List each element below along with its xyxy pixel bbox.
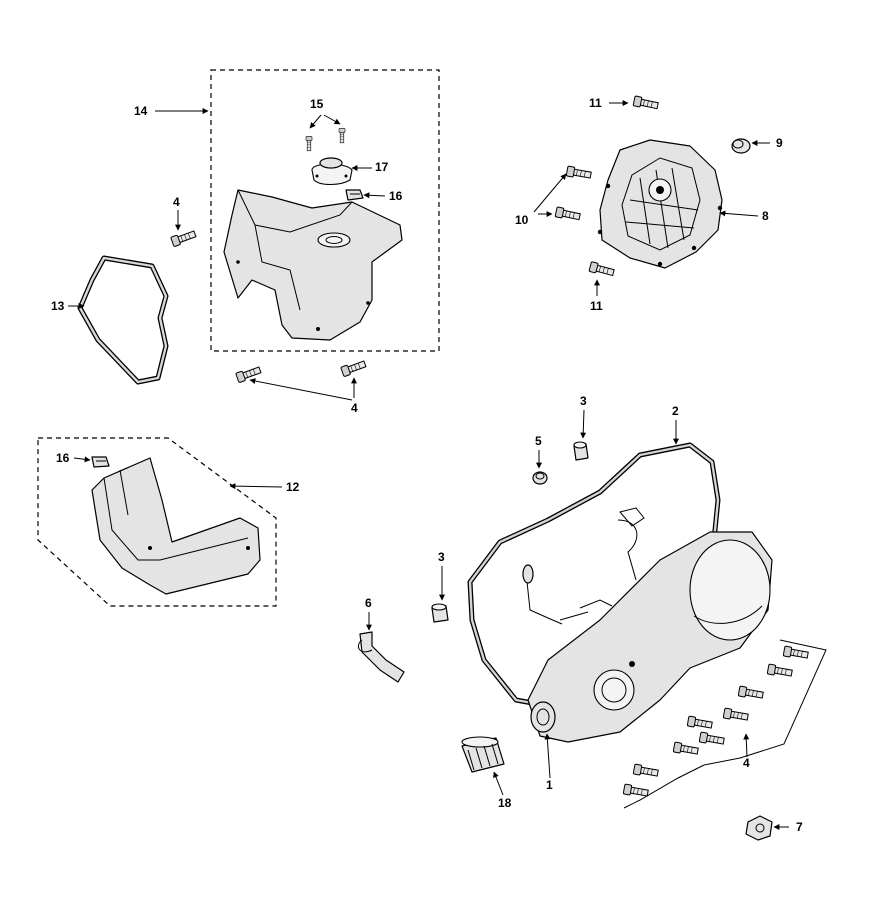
- callout-11-top: 11: [589, 96, 602, 110]
- fan-cover-part-8: [597, 139, 723, 269]
- clip-nut-part-16-lower: [91, 456, 110, 468]
- callout-13: 13: [51, 299, 65, 313]
- bushing-part-5: [532, 471, 548, 485]
- small-screws-part-15: [305, 128, 346, 152]
- callout-16-lower: 16: [56, 451, 70, 465]
- shroud-cap-part-17: [311, 157, 353, 186]
- plug-cap-part-9: [731, 138, 751, 154]
- gasket-part-13: [77, 255, 169, 385]
- callout-14: 14: [134, 104, 148, 118]
- callout-15: 15: [310, 97, 324, 111]
- callout-18: 18: [498, 796, 512, 810]
- callout-9: 9: [776, 136, 783, 150]
- dowel-pin-part-3-lower: [431, 603, 449, 623]
- callout-3-lower: 3: [438, 550, 445, 564]
- lower-shroud-assembly-box: [37, 437, 277, 607]
- lower-fan-shroud: [91, 457, 261, 595]
- bolt-part-4-left: [170, 228, 198, 248]
- callout-7: 7: [796, 820, 803, 834]
- bolts-part-10: [554, 165, 593, 223]
- callout-3-upper: 3: [580, 394, 587, 408]
- callout-12: 12: [286, 480, 300, 494]
- callout-17: 17: [375, 160, 389, 174]
- callout-16-upper: 16: [389, 189, 403, 203]
- callout-6: 6: [365, 596, 372, 610]
- upper-fan-shroud: [223, 189, 403, 341]
- callout-10: 10: [515, 213, 529, 227]
- callout-4-upper-left: 4: [173, 195, 180, 209]
- oil-filter-part-18: [461, 736, 505, 773]
- clip-nut-part-16-upper: [345, 189, 364, 201]
- bolts-part-4-lower: [235, 358, 368, 384]
- callout-4-mid: 4: [351, 401, 358, 415]
- clamp-part-6: [357, 631, 405, 683]
- callout-2: 2: [672, 404, 679, 418]
- callout-11-bottom: 11: [590, 299, 603, 313]
- upper-shroud-assembly-box: [210, 69, 440, 352]
- callout-1: 1: [546, 778, 553, 792]
- callout-4-right: 4: [743, 756, 750, 770]
- callout-5: 5: [535, 434, 542, 448]
- dowel-pin-part-3-upper: [573, 441, 589, 461]
- callout-8: 8: [762, 209, 769, 223]
- clip-part-7: [745, 815, 773, 841]
- leader-lines: [68, 100, 789, 830]
- bracket-part-4: [623, 639, 827, 809]
- crankcase-cover-part-1: [522, 507, 773, 743]
